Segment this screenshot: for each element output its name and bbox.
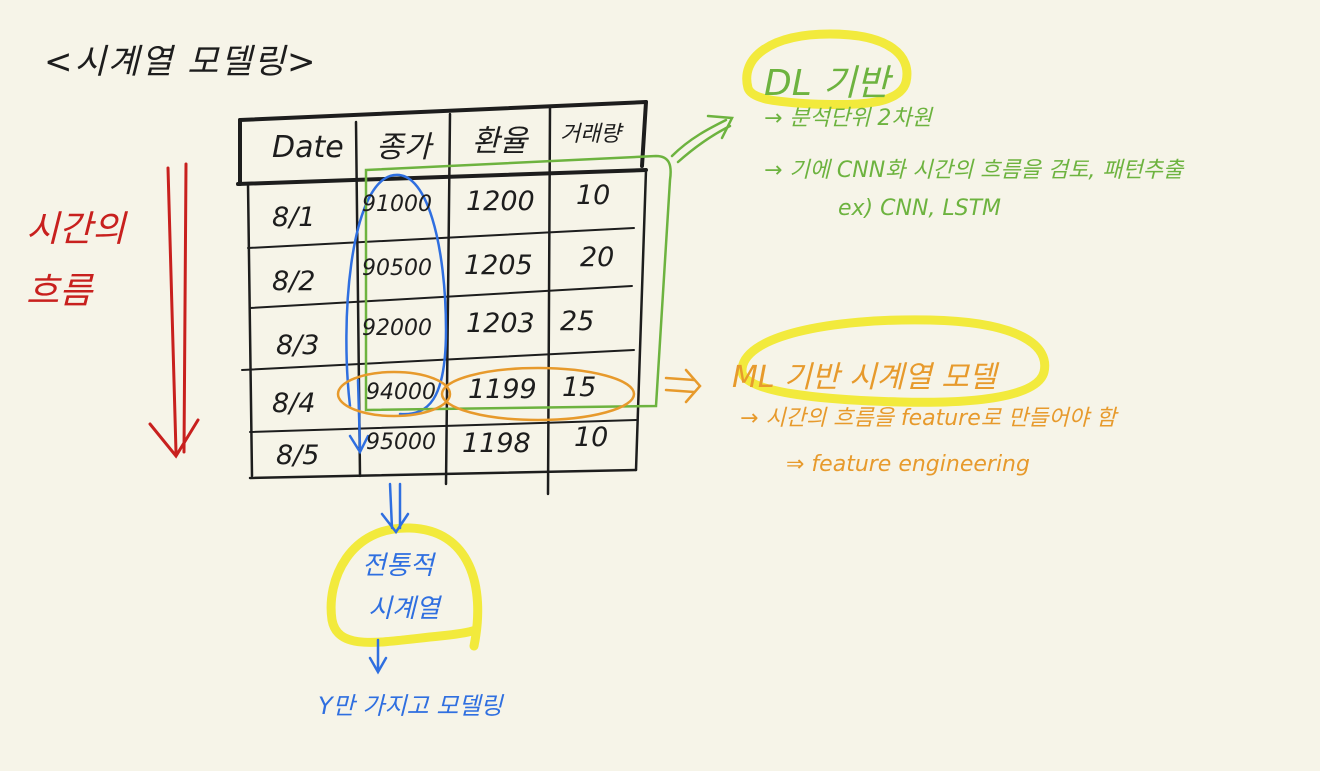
table-cell: 94000 bbox=[366, 380, 436, 405]
table-cell: 1199 bbox=[468, 374, 537, 405]
table-lines bbox=[236, 100, 648, 496]
dl-example: ex) CNN, LSTM bbox=[838, 196, 1002, 221]
time-flow-label: 시간의 bbox=[26, 209, 126, 250]
time-flow-label: 흐름 bbox=[26, 271, 93, 312]
traditional-highlight-circle bbox=[326, 523, 483, 651]
table-cell: 8/1 bbox=[272, 202, 316, 233]
orange-annotations bbox=[336, 366, 702, 422]
table-cell: 10 bbox=[576, 180, 611, 211]
dl-title: DL 기반 bbox=[764, 63, 890, 104]
table-cell: 92000 bbox=[362, 316, 432, 341]
ml-title: ML 기반 시계열 모델 bbox=[732, 360, 997, 395]
dl-note: → 기에 CNN화 시간의 흐름을 검토, 패턴추출 bbox=[764, 158, 1184, 183]
ml-highlight-circle bbox=[737, 315, 1050, 407]
table-cell: 10 bbox=[574, 422, 609, 453]
table-cell: 95000 bbox=[366, 430, 436, 455]
table-cell: 15 bbox=[562, 372, 597, 403]
traditional-label: 전통적 bbox=[362, 551, 434, 581]
table-header: 종가 bbox=[376, 130, 432, 165]
page-title: <시계열 모델링> bbox=[44, 42, 318, 82]
table-cell: 90500 bbox=[362, 256, 432, 281]
traditional-note: Y만 가지고 모델링 bbox=[318, 692, 503, 720]
blue-annotations bbox=[345, 173, 448, 675]
table-cell: 8/2 bbox=[272, 266, 316, 297]
table-header: Date bbox=[272, 130, 344, 165]
table-cell: 8/3 bbox=[276, 330, 320, 361]
traditional-label: 시계열 bbox=[368, 594, 440, 624]
table-cell: 1205 bbox=[464, 250, 533, 281]
ml-note: → 시간의 흐름을 feature로 만들어야 함 bbox=[740, 406, 1117, 431]
green-annotations bbox=[364, 114, 734, 412]
dl-note: → 분석단위 2차원 bbox=[764, 106, 932, 131]
table-cell: 1200 bbox=[466, 186, 535, 217]
table-header: 환율 bbox=[472, 124, 528, 159]
table-cell: 91000 bbox=[362, 192, 432, 217]
table-cell: 1203 bbox=[466, 308, 535, 339]
table-cell: 20 bbox=[580, 242, 615, 273]
table-cell: 25 bbox=[560, 306, 595, 337]
table-cell: 8/5 bbox=[276, 440, 320, 471]
dl-highlight-circle bbox=[742, 29, 912, 110]
time-flow-arrow bbox=[148, 162, 200, 459]
ml-note: ⇒ feature engineering bbox=[786, 452, 1030, 477]
table-header: 거래량 bbox=[560, 122, 621, 147]
table-cell: 8/4 bbox=[272, 388, 316, 419]
table-cell: 1198 bbox=[462, 428, 531, 459]
